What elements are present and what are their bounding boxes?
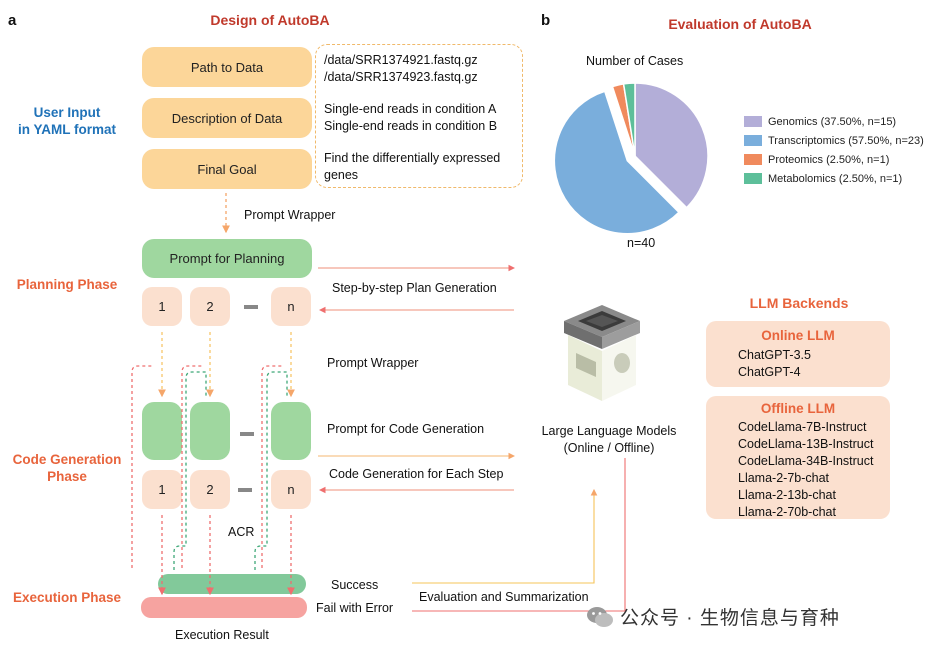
pie-slice-genomics <box>634 82 709 209</box>
yaml-values-frame <box>315 44 523 188</box>
code-gen-each-step-label: Code Generation for Each Step <box>329 467 504 481</box>
online-llm-title: Online LLM <box>761 328 835 343</box>
path-value-2: /data/SRR1374923.fastq.gz <box>324 70 478 84</box>
description-values: Single-end reads in condition A Single-e… <box>324 101 497 135</box>
watermark: 公众号 · 生物信息与育种 <box>586 603 840 630</box>
goal-value-1: Find the differentially expressed <box>324 151 501 165</box>
plan-step-1: 1 <box>142 287 182 326</box>
offline-llm-box: Offline LLM CodeLlama-7B-Instruct CodeLl… <box>706 396 890 519</box>
code-prompt-box-2 <box>190 402 230 460</box>
offline-llm-item: Llama-2-7b-chat <box>738 471 830 485</box>
user-input-label: User Input in YAML format <box>17 105 117 137</box>
online-llm-item: ChatGPT-4 <box>738 365 801 379</box>
legend-genomics: Genomics (37.50%, n=15) <box>744 112 924 131</box>
execution-result-label: Execution Result <box>175 628 269 642</box>
plan-step-2: 2 <box>190 287 230 326</box>
chip-server-icon <box>564 305 640 401</box>
legend-metabolomics: Metabolomics (2.50%, n=1) <box>744 169 924 188</box>
code-step-1: 1 <box>142 470 182 509</box>
offline-llm-item: Llama-2-70b-chat <box>738 505 836 519</box>
offline-llm-item: CodeLlama-34B-Instruct <box>738 454 874 468</box>
offline-llm-title: Offline LLM <box>760 401 836 416</box>
pie-legend: Genomics (37.50%, n=15) Transcriptomics … <box>744 112 924 188</box>
legend-label-transcriptomics: Transcriptomics (57.50%, n=23) <box>768 134 924 147</box>
step-by-step-label: Step-by-step Plan Generation <box>332 281 497 295</box>
code-prompt-ellipsis-dash <box>240 432 254 436</box>
description-value-2: Single-end reads in condition B <box>324 119 498 133</box>
path-to-data-box: Path to Data <box>142 47 312 87</box>
code-generation-phase-label: Code Generation Phase <box>12 452 122 484</box>
legend-transcriptomics: Transcriptomics (57.50%, n=23) <box>744 131 924 150</box>
legend-swatch-transcriptomics <box>744 135 762 146</box>
offline-llm-item: CodeLlama-13B-Instruct <box>738 437 874 451</box>
llm-backends-title: LLM Backends <box>749 295 849 311</box>
legend-swatch-metabolomics <box>744 173 762 184</box>
success-label: Success <box>331 578 379 592</box>
execution-phase-label: Execution Phase <box>12 590 122 605</box>
online-llm-item: ChatGPT-3.5 <box>738 348 811 362</box>
planning-phase-label: Planning Phase <box>16 277 118 292</box>
fail-label: Fail with Error <box>316 601 394 615</box>
fail-bar <box>141 597 307 618</box>
description-value-1: Single-end reads in condition A <box>324 102 497 116</box>
prompt-for-code-label: Prompt for Code Generation <box>327 422 485 436</box>
description-of-data-box: Description of Data <box>142 98 312 138</box>
pie-slice-transcriptomics <box>553 90 681 235</box>
prompt-wrapper-label-2: Prompt Wrapper <box>327 356 419 370</box>
panel-b-title: Evaluation of AutoBA <box>668 16 812 32</box>
llm-label: Large Language Models (Online / Offline) <box>541 424 677 455</box>
prompt-for-planning-box: Prompt for Planning <box>142 239 312 278</box>
legend-swatch-proteomics <box>744 154 762 165</box>
path-values: /data/SRR1374921.fastq.gz /data/SRR13749… <box>324 52 478 86</box>
plan-step-n: n <box>271 287 311 326</box>
code-step-2: 2 <box>190 470 230 509</box>
online-llm-box: Online LLM ChatGPT-3.5 ChatGPT-4 <box>706 321 890 387</box>
panel-a-title: Design of AutoBA <box>210 12 330 28</box>
legend-label-proteomics: Proteomics (2.50%, n=1) <box>768 153 890 166</box>
legend-label-genomics: Genomics (37.50%, n=15) <box>768 115 897 128</box>
code-prompt-box-1 <box>142 402 182 460</box>
offline-llm-item: Llama-2-13b-chat <box>738 488 836 502</box>
pie-chart <box>553 82 709 235</box>
path-value-1: /data/SRR1374921.fastq.gz <box>324 53 478 67</box>
pie-title: Number of Cases <box>586 54 684 68</box>
panel-b-letter: b <box>541 12 551 29</box>
goal-value-2: genes <box>324 168 359 182</box>
online-llm-list: ChatGPT-3.5 ChatGPT-4 <box>706 347 890 381</box>
success-bar <box>158 574 306 594</box>
final-goal-box: Final Goal <box>142 149 312 189</box>
code-step-n: n <box>271 470 311 509</box>
offline-llm-list: CodeLlama-7B-Instruct CodeLlama-13B-Inst… <box>706 419 890 521</box>
code-step-ellipsis-dash <box>238 488 252 492</box>
acr-label: ACR <box>228 525 255 539</box>
legend-swatch-genomics <box>744 116 762 127</box>
offline-llm-item: CodeLlama-7B-Instruct <box>738 420 867 434</box>
evaluation-summary-label: Evaluation and Summarization <box>419 590 589 604</box>
pie-slice-metabolomics <box>622 82 636 157</box>
legend-proteomics: Proteomics (2.50%, n=1) <box>744 150 924 169</box>
legend-label-metabolomics: Metabolomics (2.50%, n=1) <box>768 172 903 185</box>
wechat-icon <box>587 606 613 627</box>
pie-n-label: n=40 <box>627 236 656 250</box>
panel-a-letter: a <box>8 12 17 29</box>
watermark-text: 公众号 · 生物信息与育种 <box>620 608 840 629</box>
prompt-wrapper-label-1: Prompt Wrapper <box>244 208 336 222</box>
goal-values: Find the differentially expressed genes <box>324 150 500 184</box>
plan-ellipsis-dash <box>244 305 258 309</box>
code-prompt-box-n <box>271 402 311 460</box>
